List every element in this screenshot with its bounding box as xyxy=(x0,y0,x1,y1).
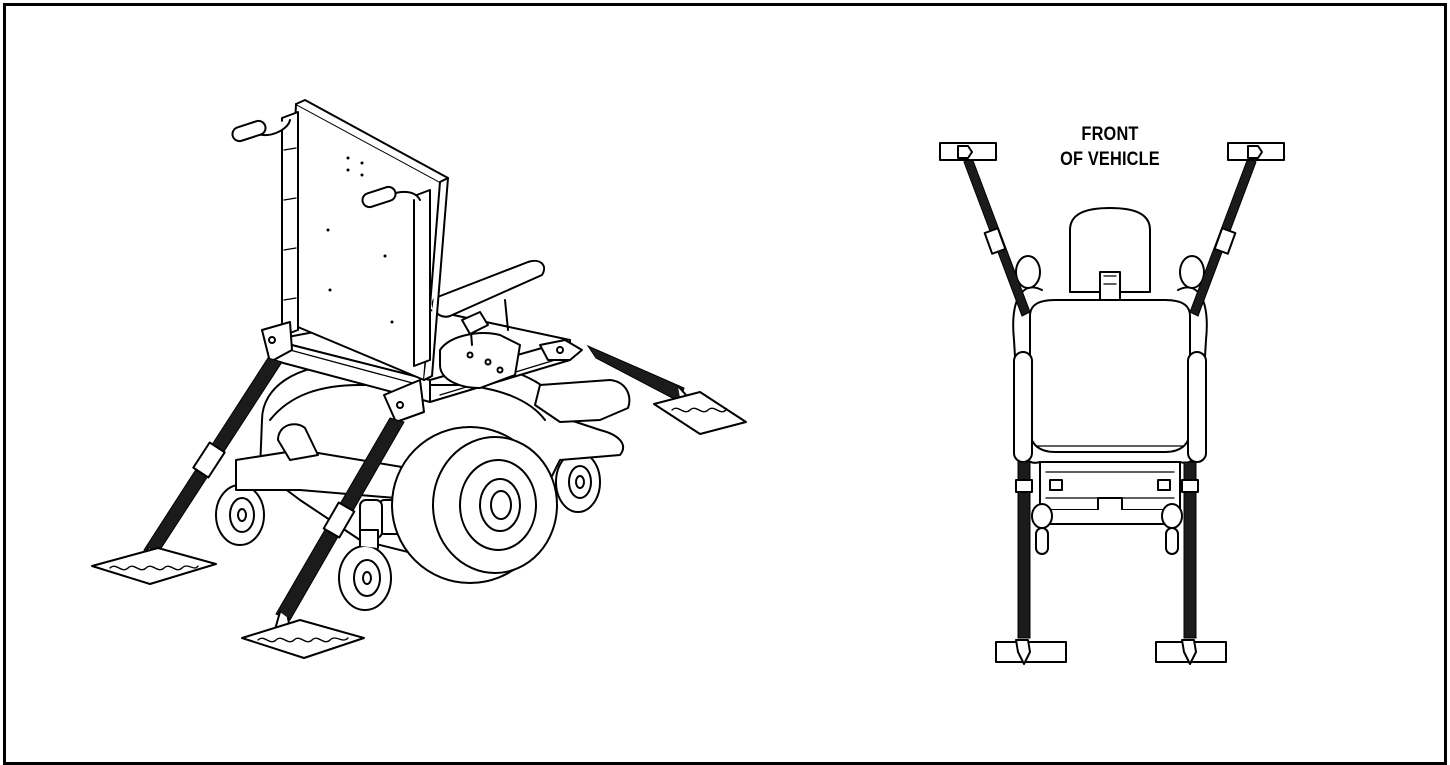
caster-left xyxy=(1031,503,1053,555)
tiedown-strap-front-left xyxy=(963,157,1031,317)
front-of-vehicle-label-line2: OF VEHICLE xyxy=(1060,149,1160,170)
floor-anchor-front-left xyxy=(939,142,997,161)
armrest-right xyxy=(1187,351,1207,463)
rear-bracket-right xyxy=(383,379,425,423)
floor-anchor-front-right xyxy=(1227,142,1285,161)
front-of-vehicle-label-line1: FRONT xyxy=(1081,124,1139,145)
wheelchair-top-view xyxy=(939,142,1285,665)
floor-track-rear-right xyxy=(241,619,365,659)
caster-right xyxy=(1161,503,1183,555)
footplate xyxy=(534,379,631,423)
backrest xyxy=(285,99,449,381)
floor-track-front xyxy=(653,391,747,435)
floor-anchor-rear-right xyxy=(1155,639,1227,665)
tiedown-strap-rear-left-top xyxy=(1015,461,1033,639)
push-handle-right xyxy=(361,185,431,367)
seat-cushion xyxy=(1029,299,1191,453)
wheelchair-iso-view xyxy=(91,99,747,659)
armrest-left xyxy=(1013,351,1033,463)
floor-anchor-rear-left xyxy=(995,639,1067,665)
floor-track-rear-left xyxy=(91,547,217,585)
push-handle-left xyxy=(231,111,299,337)
tiedown-strap-front-right xyxy=(1189,157,1257,317)
drive-wheel xyxy=(391,426,558,584)
tiedown-strap-rear-right-top xyxy=(1181,461,1199,639)
front-bracket xyxy=(539,339,583,361)
caster-wheel-front xyxy=(338,529,392,611)
side-module xyxy=(439,332,521,389)
base-module xyxy=(1039,461,1181,525)
rear-bracket-left xyxy=(261,321,293,363)
headrest xyxy=(1069,207,1151,305)
